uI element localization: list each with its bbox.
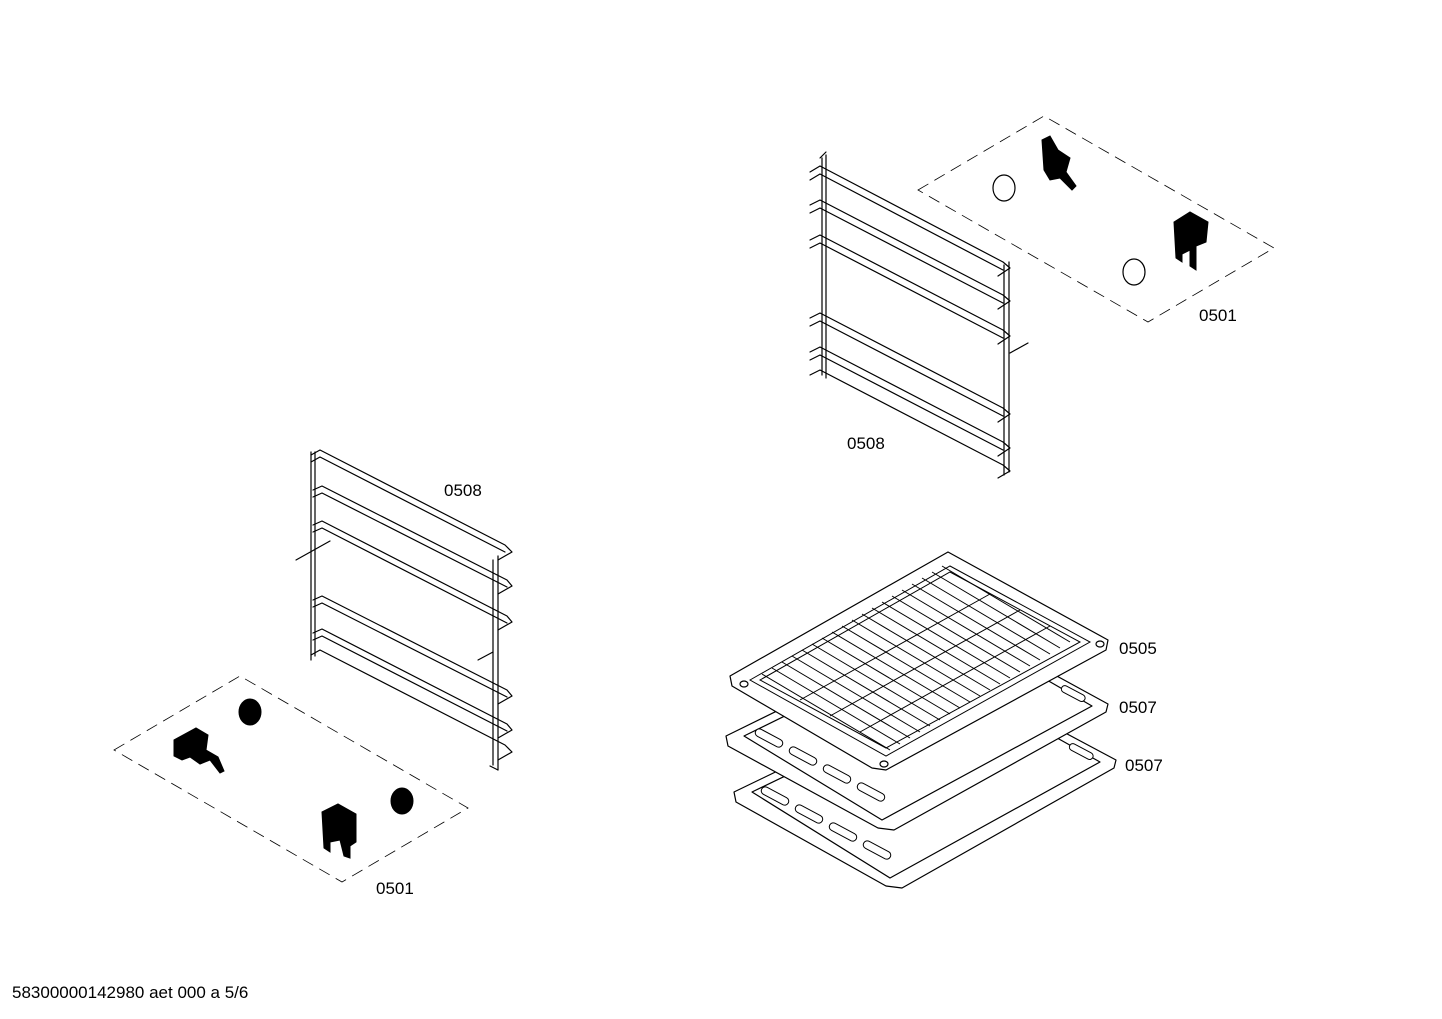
label-grid-shelf: 0505 — [1119, 639, 1157, 658]
rack-bushing-icon — [1122, 258, 1146, 286]
label-right-clips: 0501 — [1199, 306, 1237, 325]
wire-grid-shelf — [729, 551, 1109, 771]
bracket-clip-icon — [1173, 211, 1209, 271]
right-clip-plane — [917, 115, 1275, 323]
label-right-rack: 0508 — [847, 434, 885, 453]
rack-bushing-icon — [238, 698, 262, 726]
rack-bushing-icon — [992, 174, 1016, 202]
left-shelf-rack — [295, 449, 513, 771]
label-left-clips: 0501 — [376, 879, 414, 898]
left-clip-plane — [113, 675, 469, 883]
grid-wires — [761, 565, 1071, 751]
right-shelf-rack — [809, 151, 1029, 479]
label-left-rack: 0508 — [444, 481, 482, 500]
document-footer: 58300000142980 aet 000 a 5/6 — [12, 983, 248, 1002]
rack-bushing-icon — [390, 787, 414, 815]
right-clip-parts — [992, 135, 1209, 286]
label-tray-upper: 0507 — [1119, 698, 1157, 717]
bracket-clip-icon — [1041, 135, 1077, 191]
bracket-clip-icon — [321, 803, 357, 859]
left-clip-parts — [173, 698, 414, 859]
bracket-clip-icon — [173, 727, 225, 774]
label-tray-lower: 0507 — [1125, 756, 1163, 775]
